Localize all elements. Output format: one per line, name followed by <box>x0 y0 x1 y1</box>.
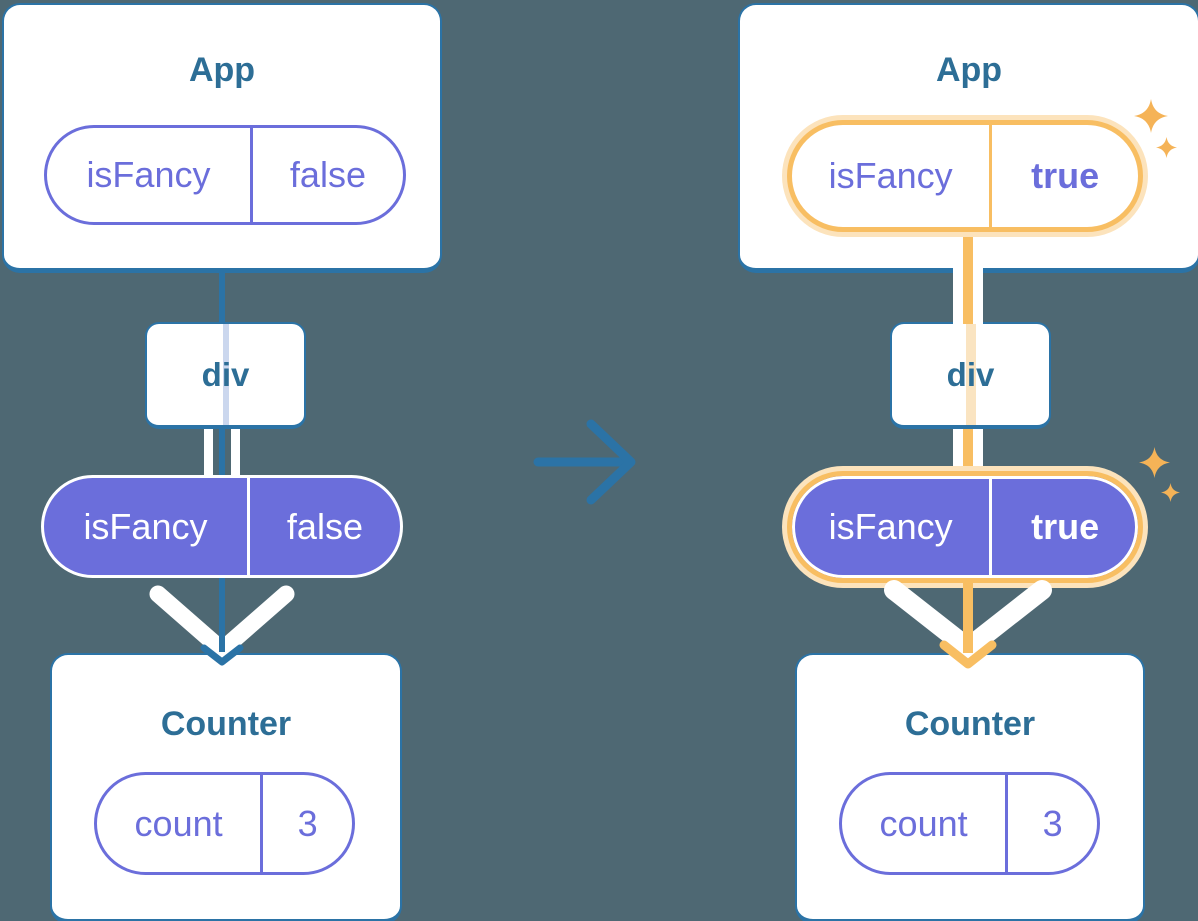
sparkle-icon <box>1161 483 1180 502</box>
flow-shaft <box>963 583 973 653</box>
component-title: App <box>188 51 256 89</box>
props-pipe-center <box>963 425 973 471</box>
props-pipe-center <box>219 425 225 477</box>
props-pipe-left <box>204 425 213 477</box>
props-pipe-right <box>973 262 983 324</box>
after-div-node: div <box>890 322 1051 429</box>
down-arrowhead-icon <box>199 644 245 670</box>
after-passed-prop-pill: isFancy true <box>787 471 1143 583</box>
pill-value: true <box>1031 506 1100 547</box>
faded-prop-trace <box>222 324 229 425</box>
pill-key: isFancy <box>86 154 211 195</box>
after-counter-card: Counter count 3 <box>795 653 1145 921</box>
before-counter-card: Counter count 3 <box>50 653 402 921</box>
props-pipe-left <box>953 262 963 324</box>
sparkle-icon <box>1156 137 1177 158</box>
flow-shaft <box>219 578 225 652</box>
pill-value: false <box>286 505 363 547</box>
pill-divider <box>246 478 250 575</box>
after-counter-state-pill: count 3 <box>839 772 1100 875</box>
pill-divider <box>989 476 993 578</box>
faded-prop-trace <box>965 324 976 425</box>
sparkle-icon <box>1134 99 1168 133</box>
node-label: div <box>201 355 250 393</box>
right-arrow-icon <box>528 410 650 514</box>
pill-value: true <box>1031 155 1100 196</box>
pill-key: isFancy <box>828 155 953 196</box>
before-edge-app-div <box>219 264 225 324</box>
sparkle-icon <box>1139 447 1170 478</box>
before-counter-state-pill: count 3 <box>94 772 355 875</box>
props-pipe-center <box>963 262 973 324</box>
pill-divider <box>260 775 264 872</box>
pill-key: isFancy <box>83 505 208 547</box>
highlight-trace-in-card <box>963 228 973 268</box>
pill-divider <box>249 128 253 222</box>
pill-divider <box>989 125 993 227</box>
component-title: Counter <box>904 705 1036 743</box>
pill-value: false <box>289 154 366 195</box>
before-div-node: div <box>145 322 306 429</box>
before-passed-prop-pill: isFancy false <box>41 475 403 578</box>
props-pipe-right <box>231 425 240 477</box>
pill-key: isFancy <box>828 506 953 547</box>
before-app-prop-pill: isFancy false <box>44 125 406 225</box>
pill-value: 3 <box>1042 802 1063 844</box>
pill-key: count <box>879 802 968 844</box>
node-label: div <box>946 355 995 393</box>
before-app-card: App isFancy false <box>2 3 442 273</box>
pill-divider <box>1005 775 1009 872</box>
pill-key: count <box>134 802 223 844</box>
component-title: Counter <box>160 705 292 743</box>
pill-value: 3 <box>297 802 318 844</box>
component-title: App <box>935 51 1003 89</box>
props-pipe-left <box>953 425 963 471</box>
after-app-prop-pill: isFancy true <box>787 120 1143 232</box>
down-arrowhead-icon <box>938 640 998 672</box>
props-pipe-right <box>973 425 983 471</box>
